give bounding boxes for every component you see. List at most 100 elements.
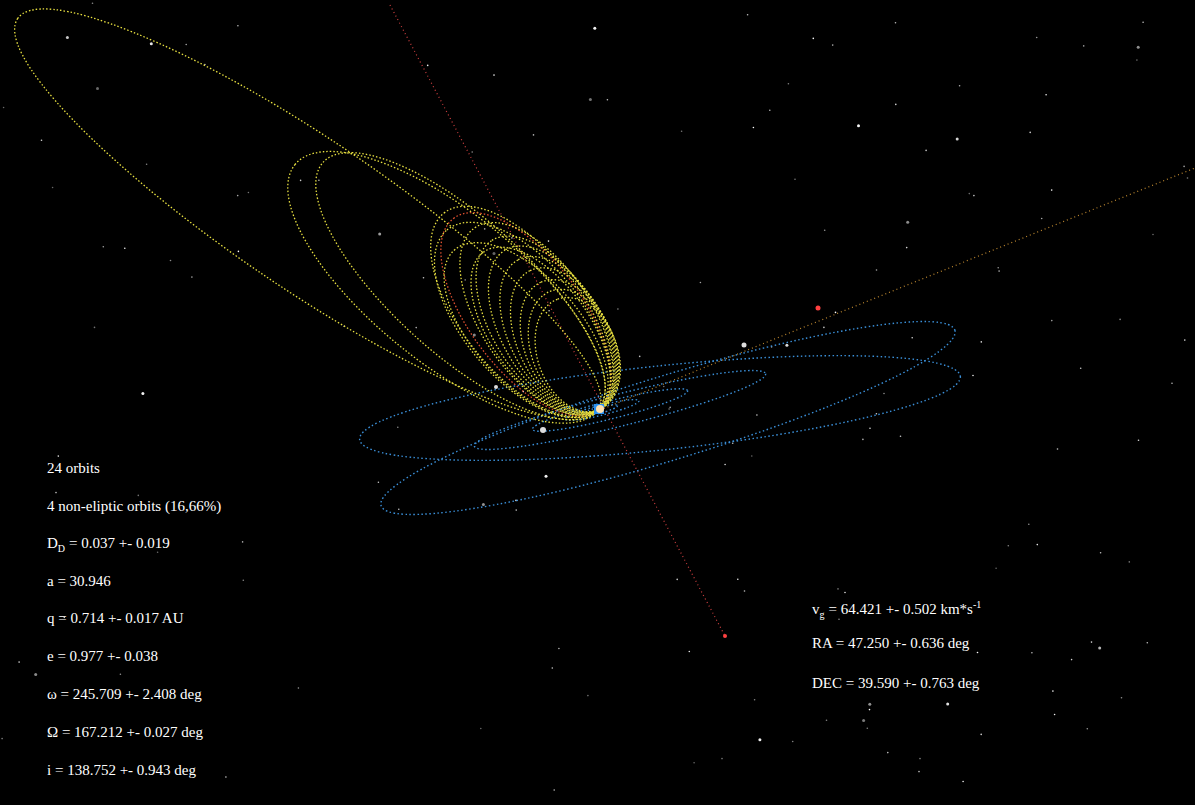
- star: [242, 541, 244, 543]
- star: [545, 475, 548, 478]
- star: [956, 137, 959, 140]
- star: [94, 327, 96, 329]
- star: [838, 619, 840, 621]
- meteor-orbit: [511, 276, 637, 426]
- star: [972, 375, 974, 377]
- meteor-orbit: [397, 176, 645, 447]
- star: [1071, 659, 1073, 661]
- star: [617, 308, 619, 310]
- star: [724, 464, 726, 466]
- star: [900, 436, 902, 438]
- direction-line: [600, 168, 1195, 410]
- star: [1041, 218, 1043, 220]
- star: [962, 781, 964, 783]
- star: [378, 481, 380, 483]
- parameter-text: e = 0.977 +- 0.038: [47, 648, 158, 664]
- star: [1008, 545, 1010, 547]
- parameter-text: = 0.037 +- 0.019: [69, 535, 170, 551]
- star: [869, 709, 871, 711]
- star: [639, 356, 641, 358]
- star: [150, 42, 153, 45]
- star: [1136, 59, 1138, 61]
- star: [918, 771, 920, 773]
- star: [157, 552, 159, 554]
- parameter-line: q = 0.714 +- 0.017 AU: [47, 609, 184, 627]
- star: [737, 579, 739, 581]
- star: [1037, 544, 1039, 546]
- meteor-orbit: [489, 250, 640, 430]
- star: [533, 134, 535, 136]
- star: [92, 3, 94, 5]
- meteor-orbit: [0, 0, 640, 472]
- parameter-line: e = 0.977 +- 0.038: [47, 647, 158, 665]
- star: [981, 341, 983, 343]
- star: [493, 252, 496, 255]
- meteor-orbit: [415, 215, 638, 446]
- star: [887, 752, 889, 754]
- meteor-orbit: [278, 112, 643, 460]
- star: [998, 270, 1000, 272]
- star: [548, 310, 550, 312]
- parameter-text: -1: [973, 599, 981, 610]
- star: [946, 703, 949, 706]
- star: [511, 237, 513, 239]
- star: [919, 758, 921, 760]
- star: [824, 230, 826, 232]
- parameter-text: = 64.421 +- 0.502 km*s: [829, 601, 973, 617]
- star: [721, 758, 723, 760]
- parameter-line: DD= 0.037 +- 0.019: [47, 534, 170, 558]
- star: [668, 408, 670, 410]
- meteor-orbit: [448, 213, 642, 438]
- star: [464, 279, 466, 281]
- star: [689, 651, 691, 653]
- star: [756, 414, 758, 416]
- star: [895, 104, 897, 106]
- star: [170, 260, 172, 262]
- star: [1051, 189, 1053, 191]
- star: [248, 192, 250, 194]
- star: [1187, 177, 1189, 179]
- star: [185, 44, 187, 46]
- star: [826, 720, 828, 722]
- star: [700, 282, 702, 284]
- star: [1119, 319, 1121, 321]
- star: [1052, 690, 1054, 692]
- star: [1138, 440, 1140, 442]
- meteor-orbit: [409, 185, 643, 444]
- star: [1137, 46, 1140, 49]
- radiant-line: [390, 5, 725, 636]
- star: [124, 247, 126, 249]
- star: [415, 327, 417, 329]
- star: [676, 579, 678, 581]
- star: [548, 240, 550, 242]
- star: [911, 337, 913, 339]
- star: [1045, 94, 1047, 96]
- meteor-orbit: [462, 225, 641, 435]
- parameter-line: a = 30.946: [47, 572, 111, 590]
- star: [1098, 646, 1101, 649]
- star: [788, 83, 790, 85]
- star: [300, 180, 302, 182]
- parameter-text: D: [58, 543, 65, 554]
- parameter-line: ω = 245.709 +- 2.408 deg: [47, 685, 202, 703]
- star: [980, 734, 982, 736]
- star: [480, 728, 482, 730]
- parameter-text: ω = 245.709 +- 2.408 deg: [47, 686, 202, 702]
- star: [1129, 561, 1131, 563]
- star: [857, 124, 860, 127]
- star: [34, 673, 37, 676]
- star: [868, 703, 871, 706]
- star: [58, 455, 60, 457]
- star: [925, 150, 927, 152]
- star: [1051, 320, 1053, 322]
- star: [747, 14, 749, 16]
- star: [3, 107, 5, 109]
- star: [41, 139, 43, 141]
- star: [867, 728, 869, 730]
- star: [906, 247, 908, 249]
- star: [427, 65, 429, 67]
- star: [895, 22, 897, 24]
- star: [238, 251, 240, 253]
